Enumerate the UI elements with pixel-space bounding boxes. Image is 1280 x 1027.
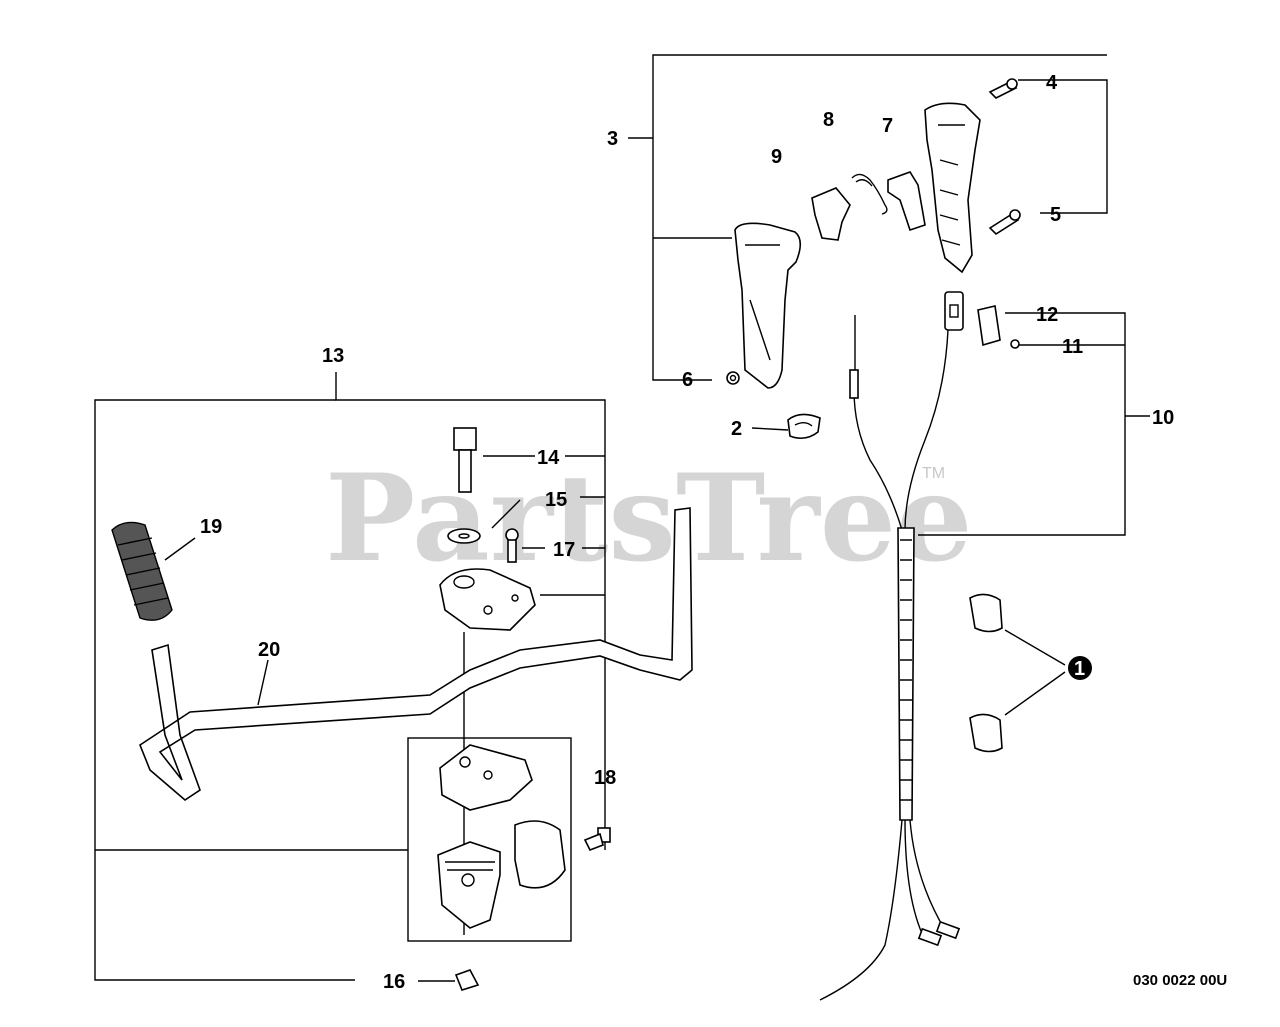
grip-part-19 bbox=[111, 521, 196, 621]
clamp-lower-piece bbox=[437, 841, 501, 929]
callout-13: 13 bbox=[322, 345, 344, 367]
callout-18: 18 bbox=[594, 767, 616, 789]
callout-1: 1 bbox=[1074, 658, 1085, 680]
callout-2: 2 bbox=[731, 418, 742, 440]
callout-11: 11 bbox=[1062, 336, 1083, 358]
screw-part-5 bbox=[988, 209, 1021, 236]
clamp-side-piece bbox=[514, 820, 566, 889]
callout-20: 20 bbox=[258, 639, 280, 661]
group-10-bracket bbox=[918, 312, 1150, 536]
group-3-bracket bbox=[628, 54, 1108, 381]
trigger-part-7 bbox=[887, 171, 926, 232]
clamp-part-1-lower bbox=[969, 713, 1003, 753]
switch-part bbox=[944, 291, 964, 331]
callout-1-leaders bbox=[1004, 629, 1092, 716]
screw-part-17 bbox=[505, 528, 519, 563]
throttle-handle-left-half bbox=[734, 222, 802, 389]
callout-12: 12 bbox=[1036, 304, 1058, 326]
callout-3: 3 bbox=[607, 128, 618, 150]
callout-16: 16 bbox=[383, 971, 405, 993]
washer-part-15 bbox=[447, 528, 481, 544]
group-13-bracket bbox=[94, 372, 606, 982]
screw-part-18 bbox=[583, 827, 611, 852]
callout-7: 7 bbox=[882, 115, 893, 137]
lever-part-9 bbox=[811, 187, 851, 241]
callout-10: 10 bbox=[1152, 407, 1174, 429]
callout-17: 17 bbox=[553, 539, 575, 561]
clamp-part-1-upper bbox=[969, 593, 1003, 633]
cable-assembly bbox=[819, 315, 961, 1001]
watermark-trademark: TM bbox=[922, 465, 945, 482]
screw-part-11 bbox=[1010, 339, 1020, 349]
clamp-top-piece bbox=[439, 568, 536, 631]
callout-15: 15 bbox=[545, 489, 567, 511]
callout-8: 8 bbox=[823, 109, 834, 131]
callout-5: 5 bbox=[1050, 204, 1061, 226]
nut-part-16 bbox=[454, 969, 480, 991]
clip-part-2 bbox=[751, 413, 821, 440]
callout-6: 6 bbox=[682, 369, 693, 391]
plate-part-12 bbox=[977, 305, 1001, 347]
spring-part-8 bbox=[851, 173, 888, 215]
callout-9: 9 bbox=[771, 146, 782, 168]
nut-part-6 bbox=[726, 371, 740, 385]
bolt-part-14 bbox=[453, 427, 477, 493]
callout-14: 14 bbox=[537, 447, 560, 469]
watermark-text: PartsTree bbox=[325, 448, 972, 589]
diagram-code: 030 0022 00U bbox=[1133, 972, 1227, 989]
loop-handle-bar-20 bbox=[139, 507, 693, 802]
clamp-middle-piece bbox=[439, 744, 533, 811]
screw-part-4 bbox=[988, 78, 1018, 99]
callout-19: 19 bbox=[200, 516, 222, 538]
throttle-handle-right-half bbox=[924, 102, 981, 274]
callout-4: 4 bbox=[1046, 72, 1058, 94]
